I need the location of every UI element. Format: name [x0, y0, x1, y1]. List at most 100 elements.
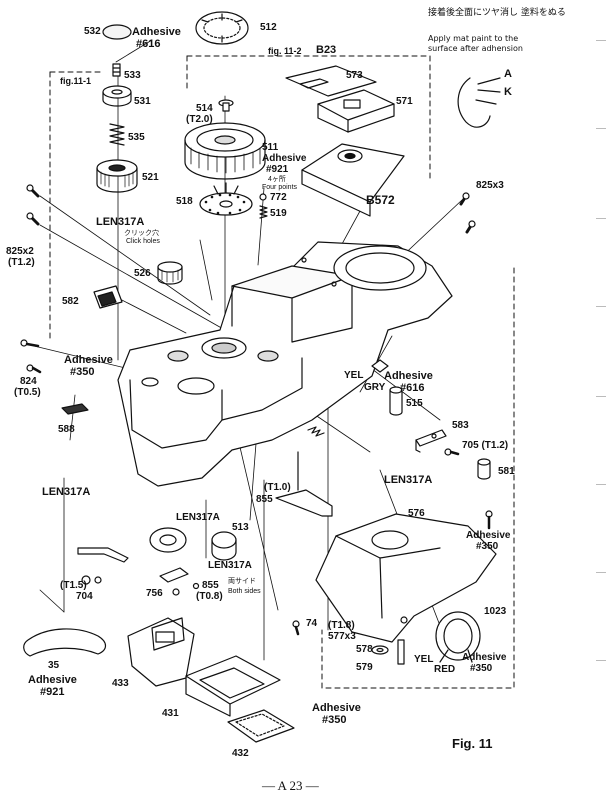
label-571: 571 — [396, 96, 413, 107]
label-519: 519 — [270, 208, 287, 219]
label-35: 35 — [48, 660, 60, 671]
note-letter-k: K — [504, 86, 512, 98]
part-511-knob — [184, 122, 266, 180]
part-521-knob — [96, 159, 138, 193]
label-four-en: Four points — [262, 184, 298, 191]
label-click-jp: クリック穴 — [124, 230, 159, 237]
label-581: 581 — [498, 466, 515, 477]
label-red: RED — [434, 664, 456, 675]
label-four-jp: 4ヶ所 — [268, 176, 286, 183]
scan-mark — [596, 660, 606, 661]
scan-mark — [596, 218, 606, 219]
adhesive-921-a-num: #921 — [266, 164, 289, 175]
label-526: 526 — [134, 268, 151, 279]
part-573-plate — [285, 65, 377, 97]
adhesive-350-d: Adhesive — [312, 702, 361, 714]
adhesive-350-b-num: #350 — [476, 541, 499, 552]
part-screw-left — [20, 339, 40, 348]
label-len317a-3: LEN317A — [42, 486, 91, 498]
part-b572-housing — [301, 143, 405, 217]
part-screw-576 — [485, 510, 493, 530]
part-connector-yel-gry — [371, 359, 389, 373]
part-772-ball — [259, 193, 267, 201]
label-514: 514 — [196, 103, 213, 114]
part-519-spring — [259, 205, 268, 219]
label-t18: (T1.8) — [328, 620, 355, 631]
label-577x3: 577x3 — [328, 631, 356, 642]
label-both-jp: 両サイド — [228, 578, 256, 585]
scan-mark — [596, 572, 606, 573]
note-en-line1: Apply mat paint to the — [428, 34, 519, 43]
part-535-spring — [109, 123, 125, 146]
part-gear-dial — [149, 527, 237, 561]
label-532: 532 — [84, 26, 101, 37]
scan-mark — [596, 40, 606, 41]
adhesive-350-a-num: #350 — [70, 366, 95, 378]
part-533-screw — [112, 63, 121, 77]
label-431: 431 — [162, 708, 179, 719]
label-756: 756 — [146, 588, 163, 599]
label-t10: (T1.0) — [264, 482, 291, 493]
part-432-glass — [227, 709, 295, 743]
label-855-a: 855 — [256, 494, 273, 505]
label-582: 582 — [62, 296, 79, 307]
part-515-cylinder — [389, 386, 403, 416]
label-click-en: Click holes — [126, 238, 160, 245]
label-588: 588 — [58, 424, 75, 435]
part-35-strap — [23, 628, 107, 657]
part-spring-center — [307, 426, 325, 437]
label-433: 433 — [112, 678, 129, 689]
part-74-screw — [292, 620, 300, 636]
label-len317a-4: LEN317A — [176, 512, 220, 523]
fig-11-2-frame — [186, 55, 515, 689]
adhesive-921-b-num: #921 — [40, 686, 65, 698]
label-825x3: 825x3 — [476, 180, 504, 191]
adhesive-616-a-num: #616 — [136, 38, 161, 50]
label-432: 432 — [232, 748, 249, 759]
scan-mark — [596, 396, 606, 397]
label-513: 513 — [232, 522, 249, 533]
label-825x2: 825x2 — [6, 246, 34, 257]
part-518-click-plate — [199, 182, 253, 216]
label-824: 824 — [20, 376, 37, 387]
fig-11-2-title: fig. 11-2 — [268, 46, 302, 56]
fig-11-1-frame — [49, 71, 105, 343]
part-588-pad — [61, 403, 89, 415]
adhesive-616-b-num: #616 — [400, 382, 425, 394]
label-1023: 1023 — [484, 606, 507, 617]
part-582-window — [93, 285, 123, 309]
label-772: 772 — [270, 192, 287, 203]
label-len317a-5: LEN317A — [208, 560, 252, 571]
scan-mark — [596, 306, 606, 307]
label-yel: YEL — [344, 370, 364, 381]
part-571-bracket — [317, 89, 395, 133]
label-gry: GRY — [364, 382, 386, 393]
part-825-screws — [26, 184, 476, 234]
label-both-en: Both sides — [228, 588, 261, 595]
adhesive-350-c: Adhesive — [462, 652, 507, 663]
adhesive-350-d-num: #350 — [322, 714, 347, 726]
part-1023-speaker — [435, 611, 481, 663]
label-533: 533 — [124, 70, 141, 81]
adhesive-350-a: Adhesive — [64, 354, 113, 366]
scan-mark — [596, 128, 606, 129]
part-lever-855 — [275, 451, 333, 517]
fig-11-1-title: fig.11-1 — [60, 76, 92, 86]
label-t05: (T0.5) — [14, 387, 41, 398]
scan-mark — [596, 484, 606, 485]
label-704: 704 — [76, 591, 93, 602]
part-576-cover — [315, 513, 497, 643]
part-824-screw — [26, 364, 42, 374]
adhesive-350-c-num: #350 — [470, 663, 493, 674]
label-518: 518 — [176, 196, 193, 207]
label-583: 583 — [452, 420, 469, 431]
part-756-855-small — [159, 567, 200, 596]
label-t12-a: (T1.2) — [8, 257, 35, 268]
adhesive-921-b: Adhesive — [28, 674, 77, 686]
label-len317a-2: LEN317A — [384, 474, 433, 486]
label-t15: (T1.5) — [60, 580, 87, 591]
label-b572: B572 — [366, 193, 395, 207]
part-top-cover — [117, 241, 453, 487]
part-433-eyepiece — [127, 617, 195, 687]
part-lever-704 — [77, 547, 129, 585]
